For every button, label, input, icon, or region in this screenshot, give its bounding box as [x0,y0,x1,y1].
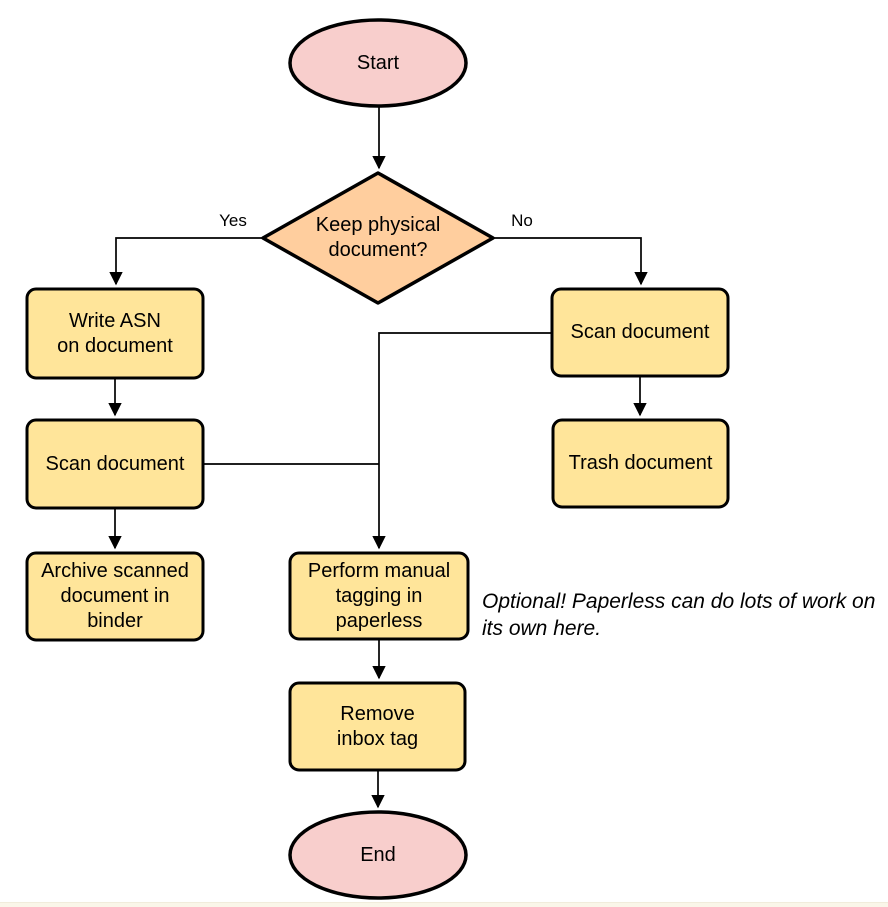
write-asn-node-shape [25,287,205,380]
archive-node-shape [25,551,205,642]
optional-note-text: Optional! Paperless can do lots of work … [482,590,876,640]
scan-left-node-shape [25,418,205,510]
decision-node-shape [261,171,495,305]
remove-inbox-node-shape [288,681,467,772]
edge-decision-yes-to-write-asn [109,237,264,286]
end-node-shape [288,810,468,900]
edge-scan-right-to-tagging [372,332,552,550]
edge-decision-no-to-scan-right [492,237,648,286]
scan-right-node-shape [550,287,730,378]
bottom-edge-strip [0,902,888,907]
tagging-node-shape [288,551,470,641]
trash-node-shape [551,418,730,509]
start-node-shape [288,18,468,108]
